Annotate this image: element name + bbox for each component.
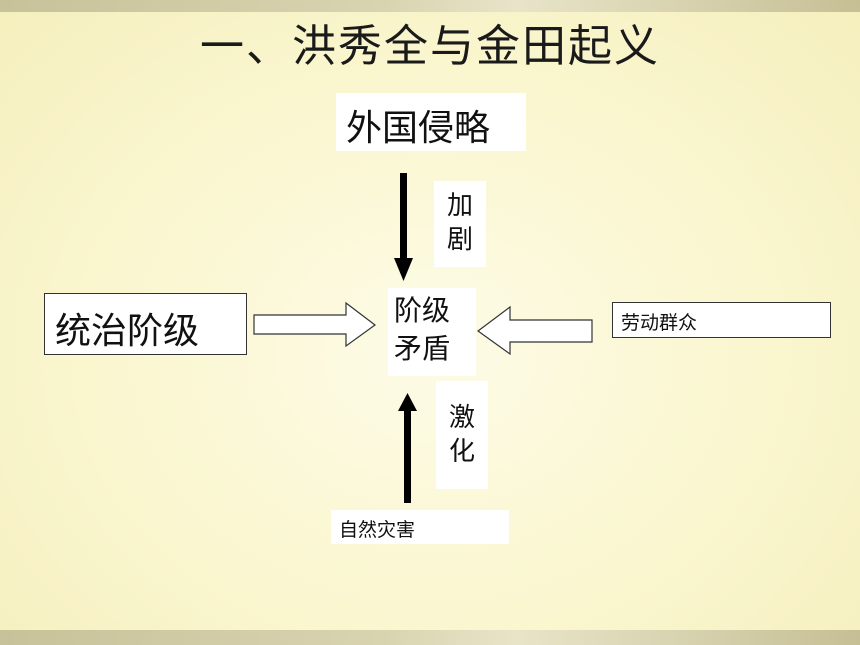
slide-title: 一、洪秀全与金田起义 <box>200 21 660 72</box>
label-intensify-char-2: 剧 <box>446 225 473 255</box>
arrow-right-hollow-icon <box>253 301 377 348</box>
arrow-up-icon <box>398 393 417 503</box>
node-class-conflict-line-1: 阶级 <box>394 294 451 327</box>
arrow-left-hollow-icon <box>476 305 593 356</box>
bottom-decorative-band <box>0 630 860 645</box>
label-intensify-char-1: 加 <box>446 191 473 221</box>
label-sharpen-char-2: 化 <box>448 437 475 467</box>
label-intensify: 加 剧 <box>434 181 486 267</box>
node-class-conflict-line-2: 矛盾 <box>394 332 451 365</box>
node-foreign-invasion: 外国侵略 <box>336 93 526 151</box>
top-decorative-band <box>0 0 860 12</box>
arrow-down-icon <box>394 173 413 281</box>
node-ruling-class: 统治阶级 <box>44 293 247 355</box>
node-class-conflict: 阶级 矛盾 <box>388 288 476 376</box>
label-sharpen-char-1: 激 <box>448 403 475 433</box>
node-natural-disasters: 自然灾害 <box>331 510 509 544</box>
label-sharpen: 激 化 <box>436 381 488 489</box>
node-working-masses: 劳动群众 <box>612 302 831 338</box>
